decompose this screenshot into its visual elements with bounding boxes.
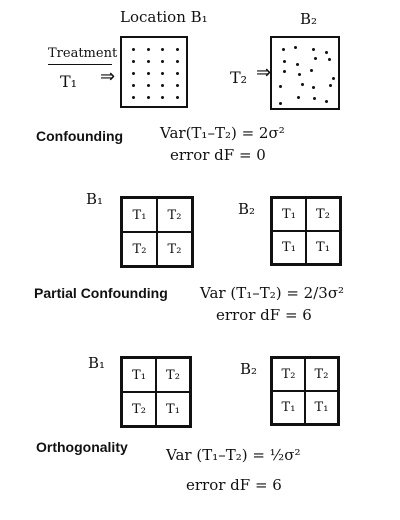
- plot-dot: [132, 48, 135, 51]
- confounding-error-df: error dF = 0: [170, 146, 266, 164]
- plot-dot: [282, 59, 286, 63]
- plot-dot: [313, 96, 317, 100]
- t2-label: T₂: [230, 68, 248, 87]
- plot-dot: [161, 60, 165, 63]
- plot-dot: [279, 101, 283, 105]
- treatment-label: Treatment: [48, 46, 118, 61]
- ortho-b1-label: B₁: [88, 354, 106, 372]
- plot-dot: [297, 72, 301, 76]
- grid-cell: T₁: [272, 198, 306, 231]
- plot-dot: [294, 45, 298, 49]
- ortho-error-df: error dF = 6: [186, 476, 282, 494]
- partial-confounding-title: Partial Confounding: [34, 285, 168, 301]
- ortho-grid-b2: T₂ T₂ T₁ T₁: [270, 356, 340, 426]
- t1-arrow-icon: ⇒: [100, 66, 116, 87]
- plot-dot: [310, 69, 314, 73]
- plot-dot: [324, 51, 328, 55]
- plot-dot: [313, 57, 317, 61]
- plot-dot: [146, 48, 150, 51]
- plot-dot: [278, 85, 282, 89]
- partial-b1-label: B₁: [86, 190, 104, 208]
- grid-cell: T₂: [157, 198, 192, 232]
- plot-dot: [132, 72, 135, 75]
- location-b1-field: [120, 36, 188, 108]
- plot-dot: [176, 96, 179, 99]
- plot-dot: [176, 72, 179, 75]
- confounding-title: Confounding: [36, 128, 124, 144]
- partial-grid-b2: T₁ T₂ T₁ T₁: [270, 196, 342, 266]
- plot-dot: [146, 72, 150, 75]
- grid-cell: T₁: [272, 231, 306, 264]
- partial-error-df: error dF = 6: [216, 306, 312, 324]
- grid-cell: T₁: [122, 198, 157, 232]
- plot-dot: [132, 84, 135, 87]
- grid-cell: T₂: [272, 358, 305, 391]
- plot-dot: [132, 60, 135, 63]
- plot-dot: [300, 83, 304, 86]
- plot-dot: [161, 72, 165, 75]
- plot-dot: [176, 48, 179, 51]
- t1-label: T₁: [60, 72, 78, 91]
- plot-dot: [325, 100, 329, 104]
- plot-dot: [312, 85, 316, 89]
- plot-dot: [281, 48, 285, 52]
- plot-dot: [295, 62, 299, 66]
- grid-cell: T₂: [122, 392, 156, 426]
- partial-grid-b1: T₁ T₂ T₂ T₂: [120, 196, 194, 268]
- plot-dot: [327, 58, 331, 62]
- plot-dot: [283, 70, 287, 74]
- grid-cell: T₂: [157, 232, 192, 266]
- plot-dot: [176, 84, 179, 87]
- confounding-variance: Var(T₁–T₂) = 2σ²: [160, 124, 285, 142]
- grid-cell: T₁: [272, 391, 305, 424]
- location-b2-label: B₂: [300, 10, 318, 28]
- grid-cell: T₁: [122, 358, 156, 392]
- plot-dot: [331, 76, 335, 80]
- location-b1-label: Location B₁: [120, 8, 208, 26]
- grid-cell: T₁: [156, 392, 190, 426]
- orthogonality-title: Orthogonality: [36, 439, 128, 455]
- plot-dot: [161, 96, 165, 99]
- ortho-b2-label: B₂: [240, 360, 258, 378]
- ortho-grid-b1: T₁ T₂ T₂ T₁: [120, 356, 192, 428]
- t2-arrow-icon: ⇒: [256, 62, 272, 83]
- grid-cell: T₁: [305, 391, 338, 424]
- plot-dot: [312, 48, 316, 52]
- plot-dot: [176, 60, 179, 63]
- plot-dot: [296, 95, 300, 99]
- location-b2-field: [270, 36, 340, 110]
- plot-dot: [146, 84, 150, 87]
- grid-cell: T₁: [306, 231, 340, 264]
- grid-cell: T₂: [306, 198, 340, 231]
- treatment-underline: [48, 64, 112, 65]
- plot-dot: [146, 60, 150, 63]
- plot-dot: [146, 96, 150, 99]
- partial-variance: Var (T₁–T₂) = 2/3σ²: [200, 284, 345, 302]
- plot-dot: [161, 84, 165, 87]
- plot-dot: [329, 83, 333, 87]
- grid-cell: T₂: [305, 358, 338, 391]
- grid-cell: T₂: [156, 358, 190, 392]
- plot-dot: [161, 48, 165, 51]
- ortho-variance: Var (T₁–T₂) = ½σ²: [166, 446, 301, 464]
- partial-b2-label: B₂: [238, 200, 256, 218]
- grid-cell: T₂: [122, 232, 157, 266]
- plot-dot: [132, 96, 135, 99]
